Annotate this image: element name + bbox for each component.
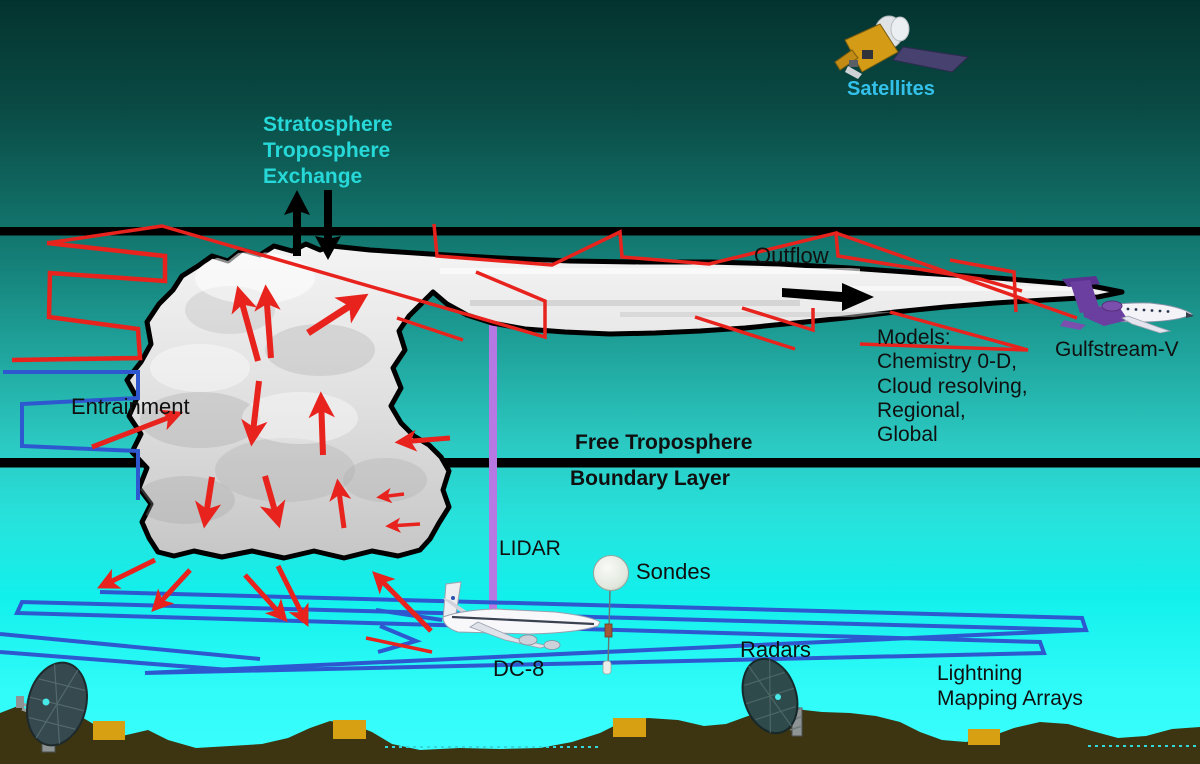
satellites-label: Satellites bbox=[847, 78, 935, 100]
downdraft-arrow bbox=[241, 380, 268, 447]
radar-dish-right bbox=[741, 657, 803, 737]
free-troposphere-label: Free Troposphere bbox=[575, 431, 753, 454]
ground-terrain bbox=[0, 706, 1200, 764]
satellite-icon bbox=[834, 15, 970, 79]
outflow-downdraft-arrow bbox=[243, 573, 288, 623]
ste-line-3: Exchange bbox=[263, 165, 363, 188]
lma-station-box bbox=[333, 720, 366, 739]
models-item-cloud-resolving: Cloud resolving, bbox=[877, 374, 1028, 398]
dc8-flight-track-blue bbox=[0, 370, 1089, 675]
downdraft-arrow bbox=[259, 475, 286, 529]
entrainment-arrow-right bbox=[394, 429, 451, 452]
ste-line-1: Stratosphere bbox=[263, 113, 393, 136]
entrainment-arrow-right bbox=[385, 517, 421, 533]
entrainment-label: Entrainment bbox=[71, 394, 190, 419]
updraft-outflow-arrow bbox=[306, 293, 369, 336]
lidar-beam bbox=[489, 300, 497, 615]
outflow-downdraft-arrow bbox=[151, 568, 192, 613]
models-item-global: Global bbox=[877, 423, 938, 447]
ground-dashed-texture bbox=[385, 745, 1200, 748]
ste-up-arrow bbox=[284, 190, 310, 256]
lightning-mapping-arrays-label: Lightning Mapping Arrays bbox=[937, 661, 1083, 711]
outflow-arrow bbox=[782, 283, 874, 311]
models-label: Models: Chemistry 0-D, Cloud resolving, … bbox=[877, 326, 1028, 447]
sonde-balloon bbox=[593, 555, 629, 675]
outflow-label: Outflow bbox=[754, 243, 829, 268]
ste-down-arrow bbox=[315, 190, 341, 260]
updraft-arrow bbox=[329, 478, 352, 529]
lightning-line-1: Lightning bbox=[937, 662, 1023, 685]
entrainment-arrow-right bbox=[376, 487, 405, 504]
gulfstream-aircraft bbox=[1060, 276, 1194, 334]
boundary-layer-label: Boundary Layer bbox=[570, 467, 730, 490]
convection-arrows bbox=[91, 284, 451, 633]
lma-station-box bbox=[968, 729, 1000, 745]
radars-label: Radars bbox=[740, 637, 811, 662]
models-heading: Models: bbox=[877, 326, 951, 349]
outflow-downdraft-arrow bbox=[275, 564, 309, 627]
outflow-downdraft-arrow bbox=[97, 557, 157, 589]
red-track-stub bbox=[365, 636, 433, 654]
tropopause-line bbox=[0, 227, 1200, 236]
lightning-line-2: Mapping Arrays bbox=[937, 687, 1083, 710]
updraft-arrow bbox=[308, 391, 335, 456]
ste-line-2: Troposphere bbox=[263, 139, 391, 162]
dc8-aircraft bbox=[442, 581, 601, 650]
downdraft-arrow bbox=[195, 476, 222, 529]
updraft-arrow bbox=[231, 285, 261, 362]
radar-dish-left bbox=[16, 661, 88, 753]
gulfstream-label: Gulfstream-V bbox=[1055, 338, 1179, 361]
updraft-arrow bbox=[254, 284, 281, 359]
lma-stations bbox=[93, 718, 1000, 745]
inflow-arrow bbox=[372, 571, 433, 633]
gv-flight-track-red bbox=[11, 223, 1078, 363]
stratosphere-troposphere-exchange-label: Stratosphere Troposphere Exchange bbox=[263, 112, 393, 190]
dc8-label: DC-8 bbox=[493, 656, 545, 681]
models-item-chemistry: Chemistry 0-D, bbox=[877, 350, 1018, 374]
entrainment-arrow bbox=[91, 409, 184, 450]
lma-station-box bbox=[613, 718, 646, 737]
lidar-label: LIDAR bbox=[499, 537, 561, 560]
lma-station-box bbox=[93, 721, 125, 740]
boundary-layer-line bbox=[0, 458, 1200, 468]
sondes-label: Sondes bbox=[636, 559, 711, 584]
models-item-regional: Regional, bbox=[877, 398, 966, 422]
